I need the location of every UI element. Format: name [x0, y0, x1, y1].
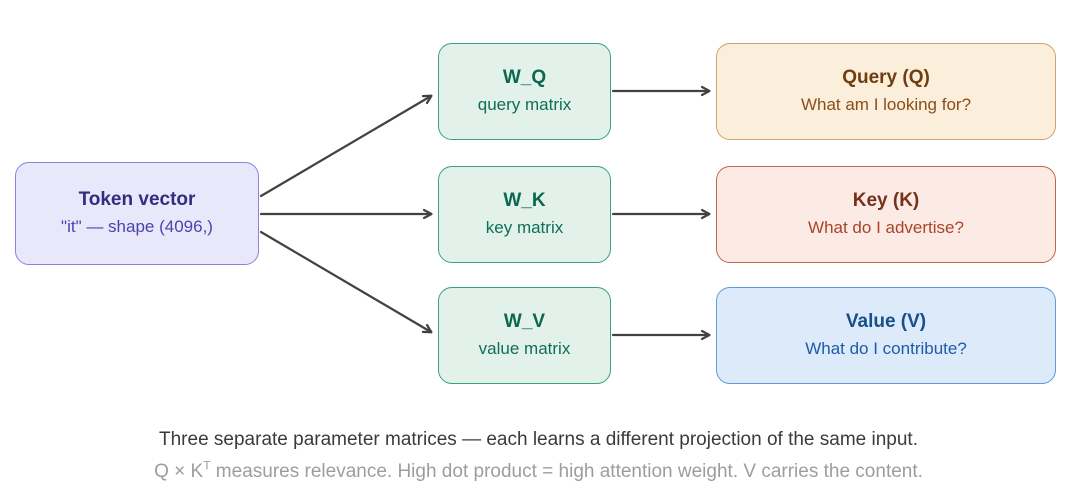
wk-subtitle: key matrix — [485, 218, 564, 238]
wv-subtitle: value matrix — [478, 339, 571, 359]
token-vector-subtitle: "it" — shape (4096,) — [61, 217, 213, 237]
value-node: Value (V) What do I contribute? — [716, 287, 1056, 384]
query-node: Query (Q) What am I looking for? — [716, 43, 1056, 140]
wv-node: W_V value matrix — [438, 287, 611, 384]
wk-title: W_K — [503, 190, 546, 212]
wq-subtitle: query matrix — [477, 95, 572, 115]
value-subtitle: What do I contribute? — [805, 339, 967, 359]
query-title: Query (Q) — [842, 67, 930, 89]
wq-title: W_Q — [502, 67, 547, 89]
key-node: Key (K) What do I advertise? — [716, 166, 1056, 263]
arrow-token-to-wq — [259, 94, 433, 198]
key-title: Key (K) — [852, 190, 920, 212]
caption-primary: Three separate parameter matrices — each… — [159, 429, 918, 450]
caption-formula-prefix: Q × K — [154, 461, 204, 482]
caption-formula-superscript: T — [203, 458, 211, 473]
caption-formula: Q × KT measures relevance. High dot prod… — [0, 458, 1077, 483]
query-subtitle: What am I looking for? — [800, 95, 972, 115]
wq-node: W_Q query matrix — [438, 43, 611, 140]
arrow-token-to-wv — [259, 230, 433, 334]
wv-title: W_V — [503, 311, 546, 333]
token-vector-node: Token vector "it" — shape (4096,) — [15, 162, 259, 265]
wk-node: W_K key matrix — [438, 166, 611, 263]
caption-formula-rest: measures relevance. High dot product = h… — [210, 461, 923, 482]
value-title: Value (V) — [845, 311, 927, 333]
key-subtitle: What do I advertise? — [808, 218, 964, 238]
token-vector-title: Token vector — [78, 189, 196, 211]
